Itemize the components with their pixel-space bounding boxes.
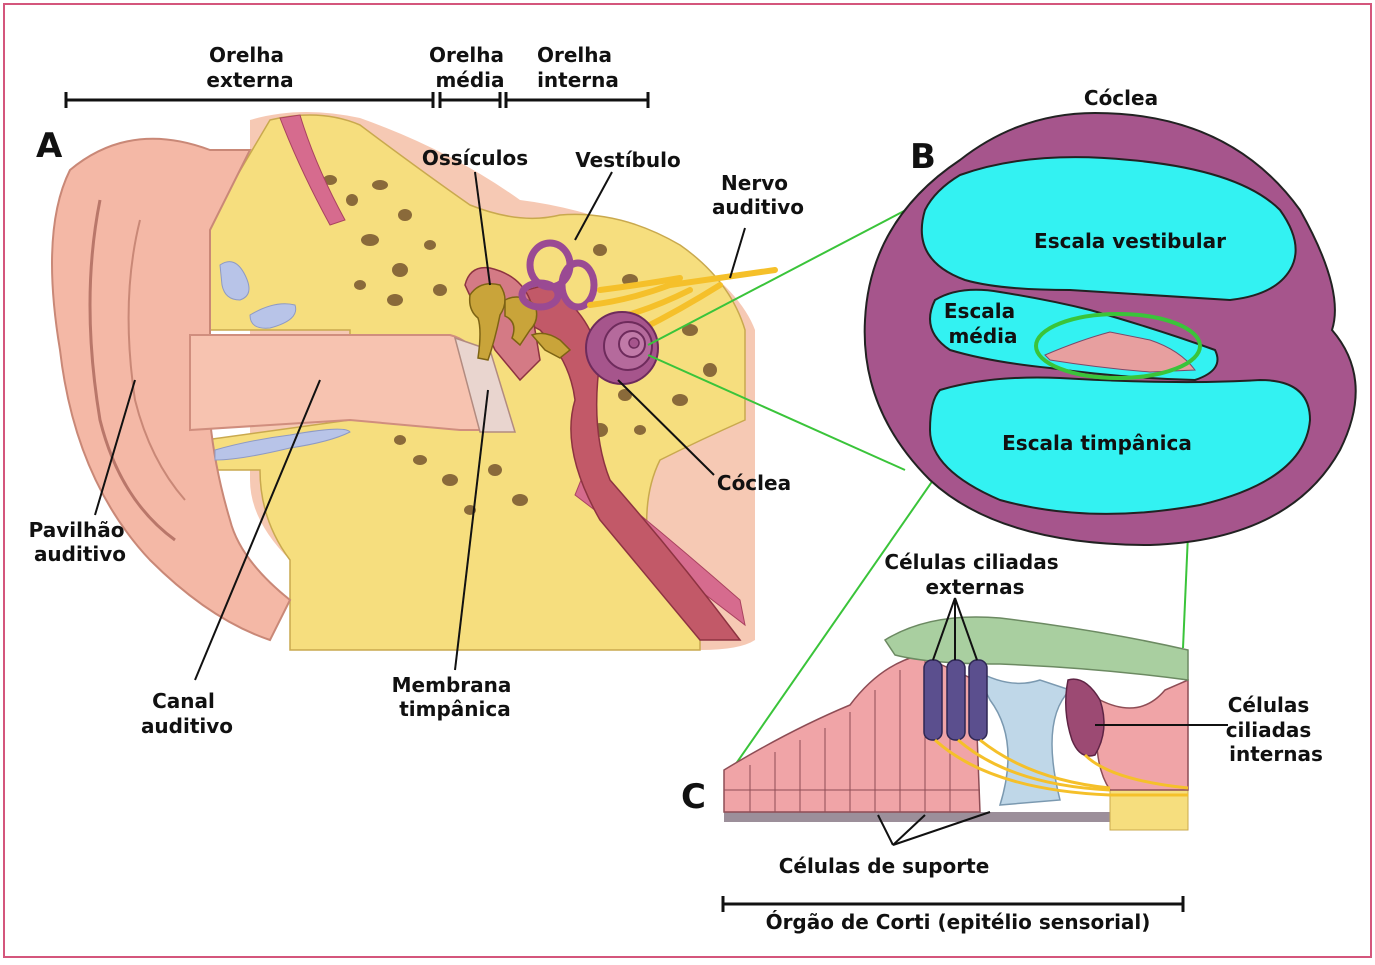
membrane-label: Membrana timpânica <box>392 673 519 721</box>
scala-media-label: Escala média <box>944 299 1022 348</box>
epithelium-right <box>1097 680 1188 790</box>
nerve-label: Nervo auditivo <box>712 171 804 219</box>
inner-hair-cell <box>1066 679 1104 756</box>
panel-a-letter: A <box>36 126 63 166</box>
panel-b-cochlea-section: Cóclea Escala vestibular Escala média Es… <box>865 86 1356 545</box>
cochlea-title-b: Cóclea <box>1084 86 1158 110</box>
cochlea-spiral <box>586 312 658 384</box>
ear-canal <box>190 335 500 430</box>
outer-hair-cells-label: Células ciliadas externas <box>884 550 1065 599</box>
pinna-label: Pavilhão auditivo <box>29 518 132 566</box>
panel-b-letter: B <box>910 137 936 177</box>
organ-of-corti-label: Órgão de Corti (epitélio sensorial) <box>766 910 1151 934</box>
vestibule-label: Vestíbulo <box>575 148 680 172</box>
scala-tympanic-label: Escala timpânica <box>1002 431 1192 455</box>
cochlea-label-a: Cóclea <box>717 471 791 495</box>
region-brackets <box>66 92 648 108</box>
inner-hair-cells-label: Células ciliadas internas <box>1226 693 1323 766</box>
middle-ear-label: Orelha média <box>429 43 511 92</box>
panel-a-ear-section: Ossículos Vestíbulo Nervo auditivo Cócle… <box>29 112 804 738</box>
panel-c-letter: C <box>681 777 706 817</box>
panel-c-organ-of-corti: Células ciliadas externas Células ciliad… <box>681 550 1323 934</box>
scala-vestibular-label: Escala vestibular <box>1034 229 1226 253</box>
ossicles-label: Ossículos <box>422 146 528 170</box>
inner-ear-label: Orelha interna <box>537 43 619 92</box>
outer-hair-cells <box>924 660 987 740</box>
support-cells-label: Células de suporte <box>779 854 990 878</box>
canal-label: Canal auditivo <box>141 689 233 738</box>
outer-ear-label: Orelha externa <box>206 43 293 92</box>
